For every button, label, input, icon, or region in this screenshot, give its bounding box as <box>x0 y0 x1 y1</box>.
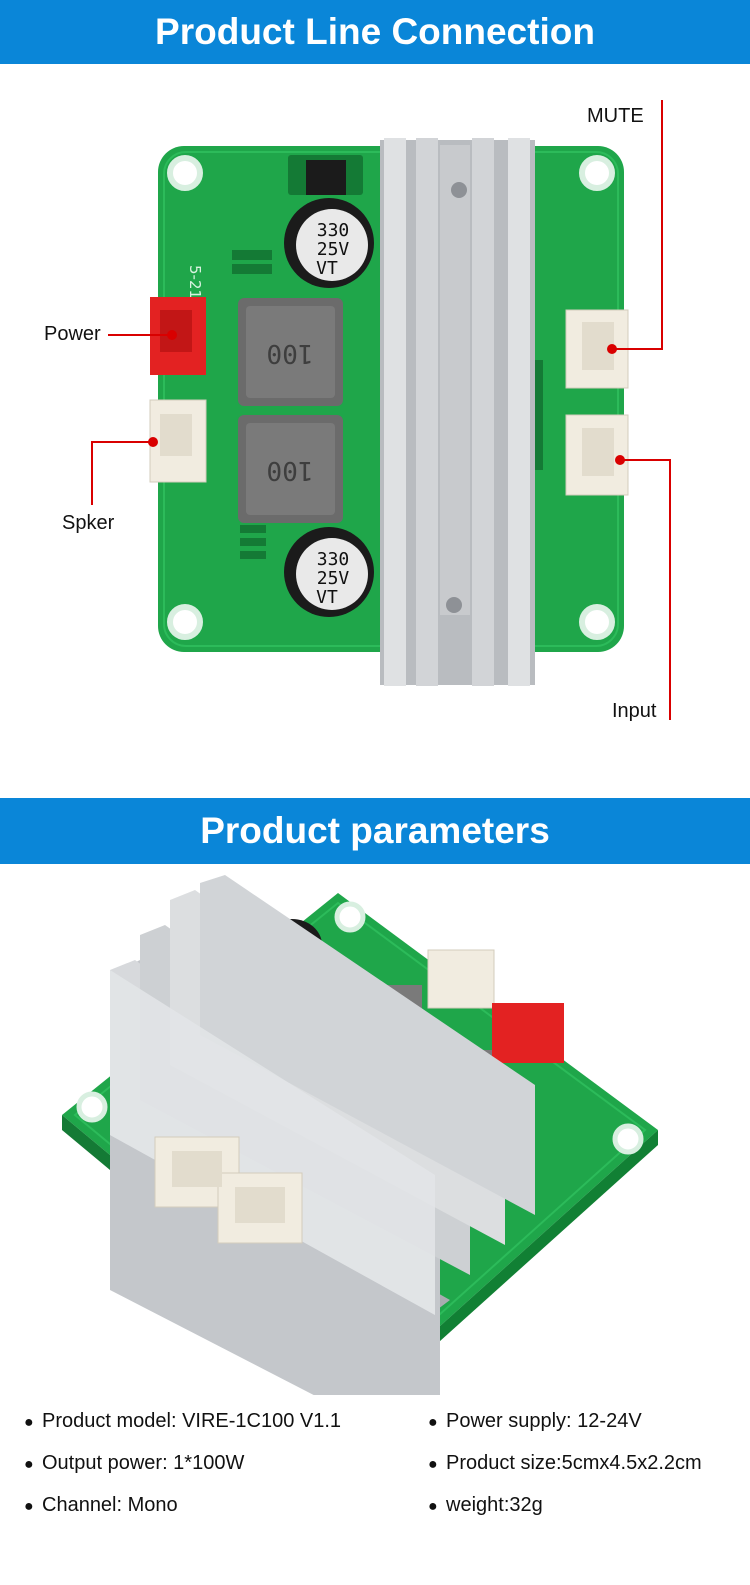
red-connector-angled <box>492 1003 564 1063</box>
cap-bottom-line2: 25V <box>317 568 350 589</box>
param-weight: ● weight:32g <box>428 1494 543 1517</box>
inductor-top-label: 100 <box>267 338 314 368</box>
bullet-icon: ● <box>24 1456 34 1473</box>
parameters-list: ● Product model: VIRE-1C100 V1.1 ● Power s… <box>24 1410 734 1560</box>
section-banner-connection: Product Line Connection <box>0 0 750 64</box>
callout-lines <box>91 100 671 720</box>
inductor-top: 100 <box>238 298 343 406</box>
section-title: Product Line Connection <box>155 11 595 52</box>
capacitor-top: 330 25V VT <box>284 198 374 288</box>
bullet-icon: ● <box>24 1414 34 1431</box>
cap-bottom-line3: VT <box>316 587 338 608</box>
param-power-supply: ● Power supply: 12-24V <box>428 1410 642 1433</box>
param-text: Product size:5cmx4.5x2.2cm <box>446 1452 702 1474</box>
inductor-bottom-label: 100 <box>267 455 314 485</box>
bullet-icon: ● <box>428 1498 438 1515</box>
cap-top-line2: 25V <box>317 239 350 260</box>
param-channel: ● Channel: Mono <box>24 1494 178 1517</box>
param-text: Power supply: 12-24V <box>446 1410 642 1432</box>
cap-top-line3: VT <box>316 258 338 279</box>
param-text: Channel: Mono <box>42 1494 178 1516</box>
board-top-view: 330 25V VT 330 25V VT 100 100 5-21V <box>91 100 671 720</box>
inductor-bottom: 100 <box>238 415 343 523</box>
param-text: Product model: VIRE-1C100 V1.1 <box>42 1410 342 1432</box>
heatsink-top <box>380 138 535 686</box>
bullet-icon: ● <box>24 1498 34 1515</box>
capacitor-bottom: 330 25V VT <box>284 527 374 617</box>
param-product-size: ● Product size:5cmx4.5x2.2cm <box>428 1452 702 1475</box>
param-model: ● Product model: VIRE-1C100 V1.1 <box>24 1410 341 1433</box>
param-text: Output power: 1*100W <box>42 1452 245 1474</box>
white-connector-angled <box>427 949 495 1009</box>
bullet-icon: ● <box>428 1456 438 1473</box>
section-banner-parameters: Product parameters <box>0 798 750 864</box>
label-power: Power <box>44 323 101 345</box>
param-output-power: ● Output power: 1*100W <box>24 1452 244 1475</box>
cap-bottom-line1: 330 <box>317 549 350 570</box>
label-mute: MUTE <box>587 105 644 127</box>
label-input: Input <box>612 700 657 722</box>
board-angled-view <box>62 875 658 1395</box>
param-text: weight:32g <box>446 1494 543 1516</box>
cap-top-line1: 330 <box>317 220 350 241</box>
label-speaker: Spker <box>62 512 115 534</box>
mounting-holes <box>167 155 615 640</box>
section-title: Product parameters <box>200 810 550 851</box>
bullet-icon: ● <box>428 1414 438 1431</box>
